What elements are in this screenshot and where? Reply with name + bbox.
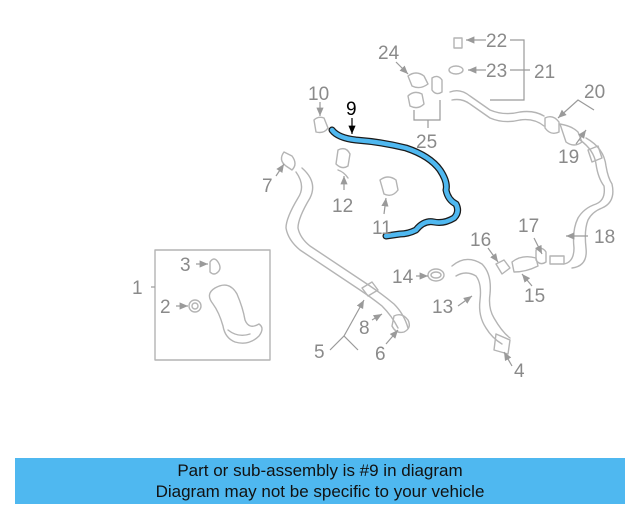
callout-13: 13 <box>432 297 453 318</box>
callout-21: 21 <box>534 62 555 83</box>
callout-25: 25 <box>416 132 437 153</box>
part-group-1-box <box>154 249 271 361</box>
callout-24: 24 <box>378 43 400 64</box>
callout-2: 2 <box>160 297 171 318</box>
highlighted-part-9 <box>328 126 462 240</box>
callout-11: 11 <box>372 218 392 239</box>
callout-5: 5 <box>314 342 325 363</box>
callout-6: 6 <box>375 344 386 365</box>
callout-22: 22 <box>486 31 507 52</box>
callout-15: 15 <box>524 286 545 307</box>
callout-23: 23 <box>486 61 507 82</box>
callout-14: 14 <box>392 267 414 288</box>
callout-1: 1 <box>132 278 143 299</box>
callout-17: 17 <box>518 216 539 237</box>
callout-4: 4 <box>514 361 525 382</box>
callout-8: 8 <box>359 318 370 339</box>
caption-line-1: Part or sub-assembly is #9 in diagram <box>177 461 463 480</box>
part-clips-10-12-11 <box>313 116 399 197</box>
callout-20: 20 <box>584 82 605 103</box>
callout-7: 7 <box>262 176 273 197</box>
callout-12: 12 <box>332 196 353 217</box>
caption-banner: Part or sub-assembly is #9 in diagram Di… <box>15 458 625 504</box>
callout-3: 3 <box>180 255 191 276</box>
callout-9: 9 <box>346 99 357 120</box>
callout-16: 16 <box>470 230 491 251</box>
leader-lines <box>151 36 595 367</box>
part-hose-7-8 <box>280 151 411 334</box>
part-upper-right-hoses <box>407 37 614 269</box>
callout-19: 19 <box>558 147 579 168</box>
callout-labels: 1 2 3 4 5 6 7 8 9 10 11 12 13 14 15 16 1… <box>132 31 615 382</box>
parts-diagram: 1 2 3 4 5 6 7 8 9 10 11 12 13 14 15 16 1… <box>132 31 615 382</box>
callout-10: 10 <box>308 84 329 105</box>
caption-line-2: Diagram may not be specific to your vehi… <box>155 482 485 501</box>
callout-18: 18 <box>594 227 615 248</box>
